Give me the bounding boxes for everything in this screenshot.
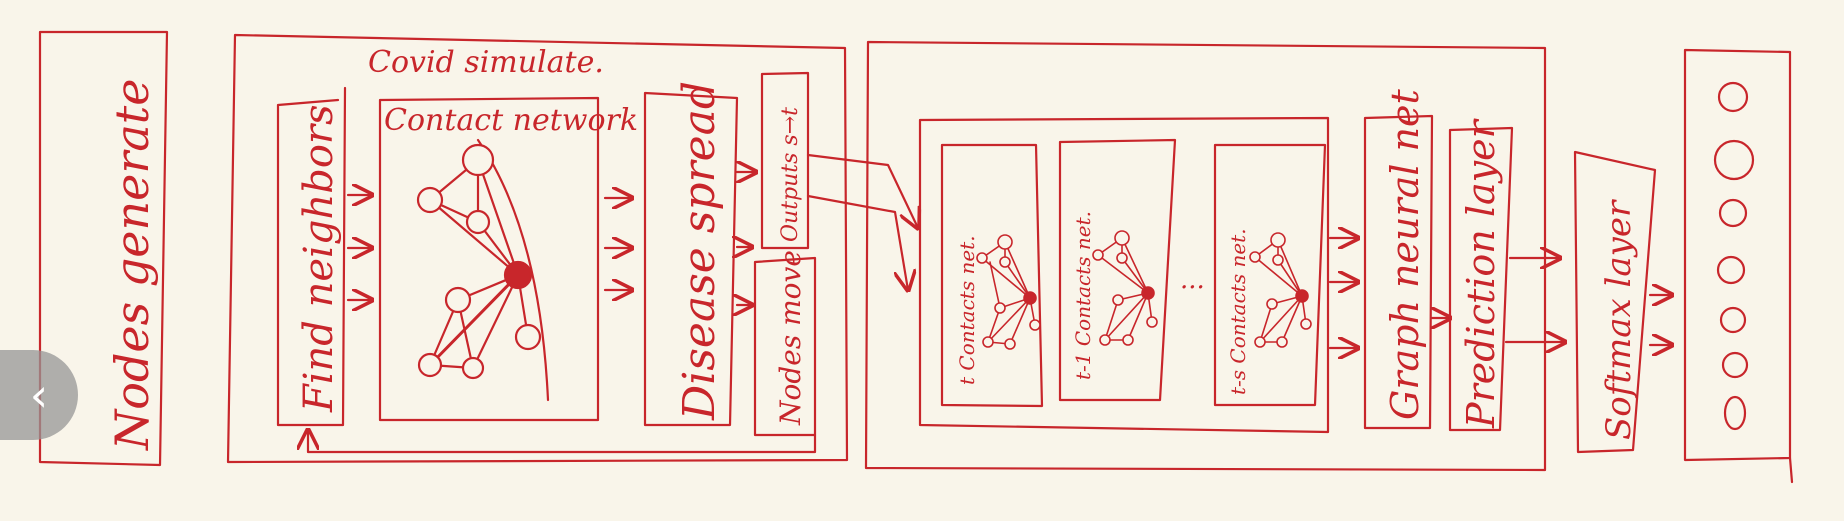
disease-spread-box [643,91,739,427]
find-neighbors-label: Find neighbors [296,104,342,413]
covid-simulate-box [226,33,849,464]
graph-neural-net-label: Graph neural net [1383,88,1427,420]
softmax-layer-label: Softmax layer [1599,199,1639,440]
contact-network-graph [416,138,550,402]
contact-network-label: Contact network [384,103,638,138]
back-nav-button[interactable]: ‹ [0,350,78,440]
softmax-layer-box [1573,150,1657,454]
temporal-model-box [864,40,1547,472]
covid-simulate-label: Covid simulate. [368,45,604,80]
arrow-outputs-to-nets-2 [806,194,908,290]
nodes-move-label: Nodes move [774,250,807,426]
ellipsis-label: ... [1180,265,1205,295]
contact-net-ts-label: t-s Contacts net. [1226,228,1250,395]
disease-spread-label: Disease spread [674,81,725,421]
outputs-box [760,71,810,250]
output-nodes [1713,81,1755,431]
chevron-left-icon: ‹ [29,368,49,422]
contact-net-t-graph [976,234,1041,350]
outputs-label: Outputs s→t [778,107,803,242]
contact-net-ts-box [1213,143,1327,407]
contact-network-box [378,96,600,422]
contact-net-ts-graph [1249,232,1312,348]
nodes-generate-label: Nodes generate [105,79,159,451]
nodes-generate-box [38,30,169,467]
find-neighbors-box [276,86,347,427]
contact-net-t1-box [1058,138,1177,402]
prediction-layer-box [1448,126,1514,432]
contact-net-t1-graph [1092,230,1158,346]
arrow-outputs-to-nets-1 [806,153,918,228]
contact-net-t-label: t Contacts net. [955,235,979,385]
prediction-layer-label: Prediction layer [1459,117,1503,429]
contact-net-t1-label: t-1 Contacts net. [1071,211,1095,380]
graph-neural-net-box [1363,114,1434,430]
feedback-loop-arrow [308,430,817,454]
contact-net-t-box [940,143,1044,408]
contact-nets-stack-box [918,116,1330,434]
